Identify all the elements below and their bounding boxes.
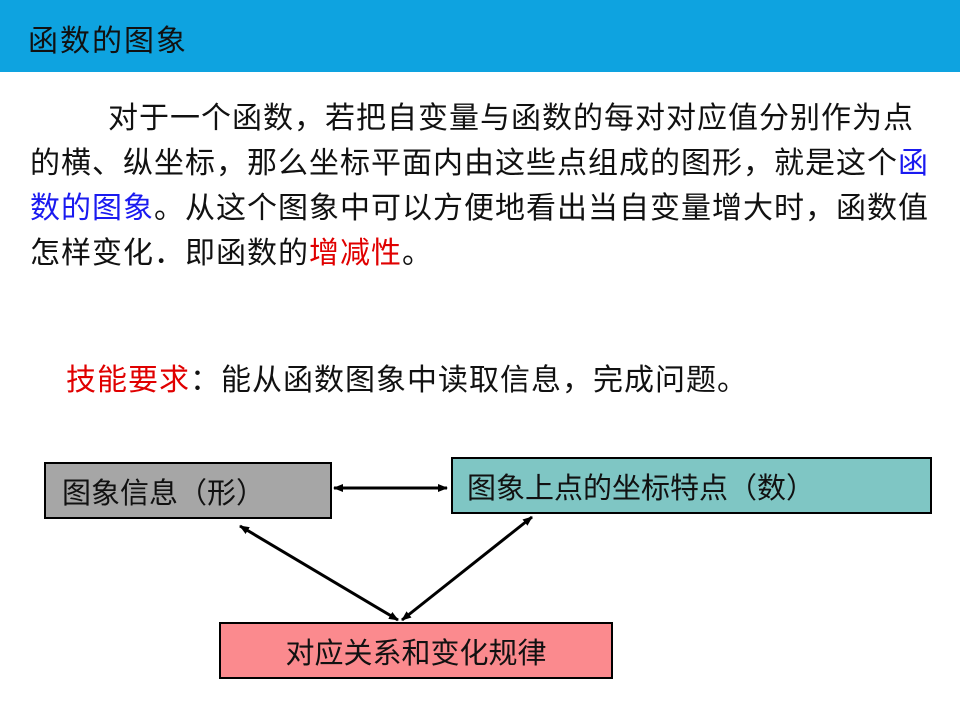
term-monotonicity: 增减性 — [309, 236, 402, 271]
slide-title: 函数的图象 — [28, 24, 188, 59]
intro-text-middle: 。从这个图象中可以方便地看出当自变量增大时，函数值怎样变化．即函数的 — [30, 191, 929, 271]
intro-text-end: 。 — [402, 236, 433, 271]
box-correspondence-rule: 对应关系和变化规律 — [219, 622, 613, 679]
term-function-graph: 函数的图象 — [30, 146, 929, 226]
arrow-rule-to-shape — [239, 524, 399, 622]
arrow-rule-to-numbers — [401, 515, 533, 622]
skill-requirement: 技能要求：能从函数图象中读取信息，完成问题。 — [66, 358, 748, 403]
box-graph-info-shape: 图象信息（形） — [44, 462, 332, 519]
intro-paragraph: 对于一个函数，若把自变量与函数的每对对应值分别作为点的横、纵坐标，那么坐标平面内… — [30, 96, 942, 276]
skill-label: 技能要求 — [66, 363, 190, 398]
intro-text-start: 对于一个函数，若把自变量与函数的每对对应值分别作为点的横、纵坐标，那么坐标平面内… — [30, 101, 914, 181]
skill-text: ：能从函数图象中读取信息，完成问题。 — [190, 363, 748, 398]
box-point-coordinates-number: 图象上点的坐标特点（数） — [451, 457, 932, 514]
title-bar — [0, 0, 960, 72]
